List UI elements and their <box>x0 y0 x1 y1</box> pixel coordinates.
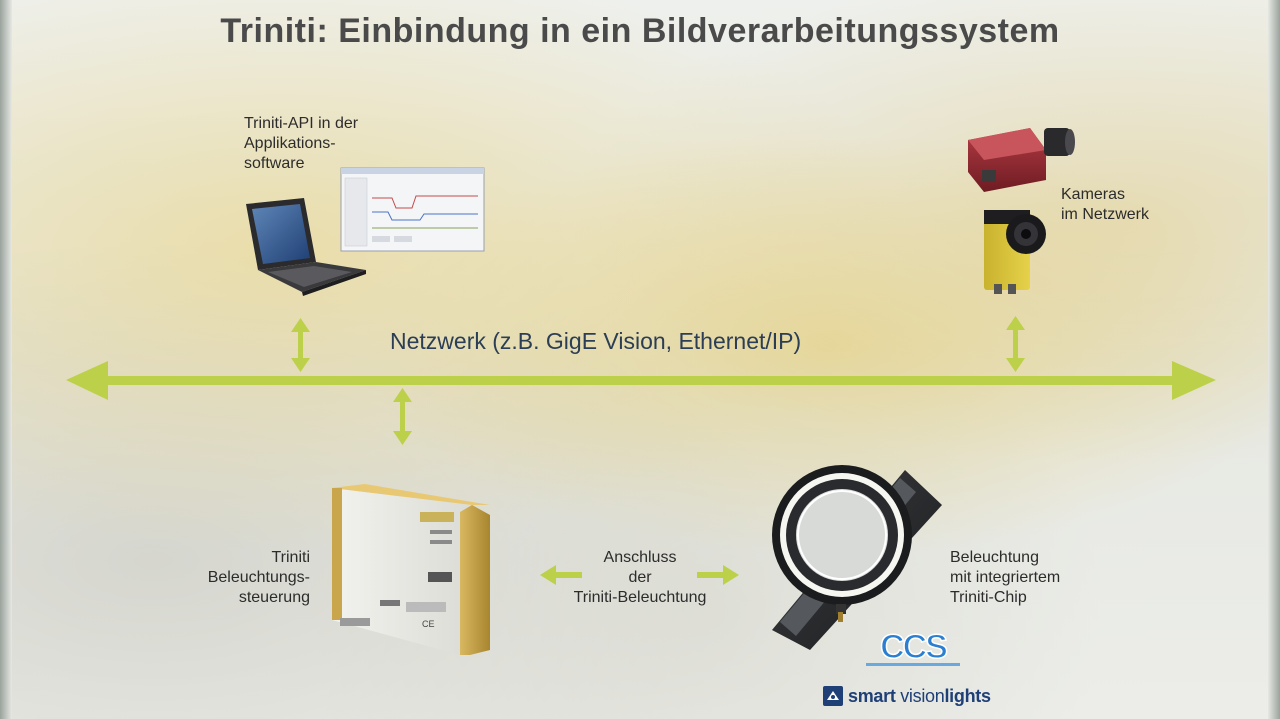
connection-arrow-left <box>540 565 582 585</box>
right-frame <box>1268 0 1280 719</box>
software-window-icon <box>340 167 485 252</box>
network-label: Netzwerk (z.B. GigE Vision, Ethernet/IP) <box>390 328 802 354</box>
svl-word-smart: smart <box>848 686 896 706</box>
lighting-label-line3: Triniti-Chip <box>950 589 1027 606</box>
svl-word-lights: lights <box>944 686 991 706</box>
api-label-line2: Applikations- <box>244 135 336 152</box>
connection-label: Anschluss der Triniti-Beleuchtung <box>545 548 735 608</box>
svg-text:CE: CE <box>422 619 435 629</box>
svl-logo-icon <box>823 686 843 706</box>
svl-word-vision: vision <box>900 686 945 706</box>
api-label: Triniti-API in der Applikations- softwar… <box>244 114 358 174</box>
network-arrow <box>66 361 1216 400</box>
slide-title: Triniti: Einbindung in ein Bildverarbeit… <box>220 12 1060 50</box>
lighting-label-line1: Beleuchtung <box>950 549 1039 566</box>
api-label-line3: software <box>244 155 305 172</box>
ring-light-icon <box>772 465 942 650</box>
svl-logo-text: smart visionlights <box>848 686 991 707</box>
ccs-logo: CCS <box>866 628 960 667</box>
connection-label-line2: der <box>628 569 652 586</box>
controller-label-line3: steuerung <box>238 589 310 606</box>
cameras-label-line2: im Netzwerk <box>1061 206 1150 223</box>
connection-label-line1: Anschluss <box>603 549 677 566</box>
svg-text:CCS: CCS <box>880 628 947 666</box>
lighting-controller-icon: CE <box>332 484 490 655</box>
camera-connector-arrow <box>1006 316 1025 372</box>
lighting-label-line2: mit integriertem <box>950 569 1061 586</box>
controller-label-line1: Triniti <box>271 549 310 566</box>
controller-label-line2: Beleuchtungs- <box>207 569 310 586</box>
controller-label: Triniti Beleuchtungs- steuerung <box>160 548 310 608</box>
lighting-label: Beleuchtung mit integriertem Triniti-Chi… <box>950 548 1060 608</box>
connection-label-line3: Triniti-Beleuchtung <box>573 589 707 606</box>
connection-arrow-right <box>697 565 739 585</box>
left-frame <box>0 0 12 719</box>
laptop-connector-arrow <box>291 318 310 372</box>
api-label-line1: Triniti-API in der <box>244 115 359 132</box>
industrial-camera-icon <box>968 128 1075 192</box>
smart-camera-icon <box>984 210 1046 294</box>
cameras-label: Kameras im Netzwerk <box>1061 185 1149 225</box>
cameras-label-line1: Kameras <box>1061 186 1126 203</box>
laptop-icon <box>246 198 366 296</box>
controller-connector-arrow <box>393 388 412 445</box>
